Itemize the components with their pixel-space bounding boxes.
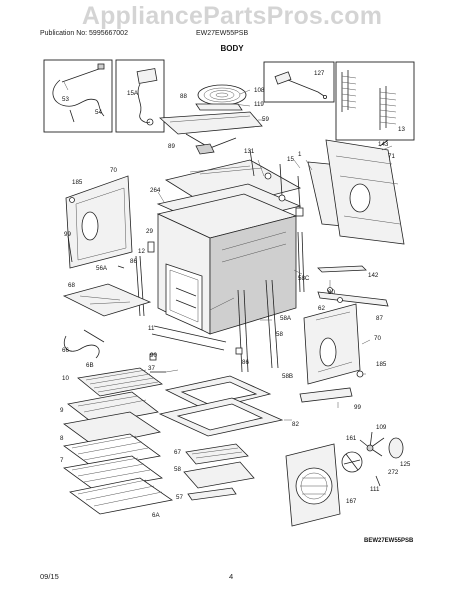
part-label-53: 53 (62, 96, 69, 103)
part-label-54: 54 (95, 109, 102, 116)
part-label-6A: 6A (152, 512, 160, 519)
part-label-6B: 6B (86, 362, 94, 369)
rail-142 (317, 265, 389, 307)
left-side-panel (65, 175, 133, 269)
part-label-62: 62 (318, 305, 325, 312)
part-label-67: 67 (174, 449, 181, 456)
trim-99 (299, 387, 353, 403)
lower-cover-67 (185, 443, 249, 465)
inset-box-wire-harness (43, 59, 113, 133)
footer-date: 09/15 (40, 572, 59, 581)
part-label-99b: 99 (354, 404, 361, 411)
front-trim-strips (151, 279, 279, 373)
part-label-99a: 99 (64, 231, 71, 238)
part-label-7: 7 (60, 457, 64, 464)
part-label-13: 13 (398, 126, 405, 133)
trim-strip-58c (297, 231, 305, 293)
part-label-70a: 70 (110, 167, 117, 174)
part-label-70b: 70 (374, 335, 381, 342)
part-label-272: 272 (388, 469, 399, 476)
publication-number: Publication No: 5995667002 (40, 30, 128, 37)
part-label-1: 1 (298, 151, 302, 158)
part-label-90: 90 (150, 352, 157, 359)
part-label-108: 108 (254, 87, 265, 94)
part-label-8: 8 (60, 435, 64, 442)
part-label-58A: 58A (280, 315, 292, 322)
part-label-37: 37 (148, 365, 155, 372)
rear-panel-assembly (307, 139, 405, 245)
thermostat-15a-part (136, 68, 158, 126)
part-label-109: 109 (376, 424, 387, 431)
small-clips (149, 347, 243, 361)
part-label-142: 142 (368, 272, 379, 279)
diagram-code: BEW27EW55PSB (364, 538, 414, 544)
lower-part-57 (187, 487, 237, 501)
part-label-119: 119 (254, 101, 264, 108)
part-label-11: 11 (148, 325, 155, 332)
right-side-panel (303, 303, 364, 385)
part-label-9: 9 (60, 407, 64, 414)
part-label-127: 127 (314, 70, 325, 77)
part-label-86a: 86 (130, 258, 137, 265)
part-label-264: 264 (150, 187, 161, 194)
convection-fan-assembly (285, 431, 404, 527)
part-label-143: 143 (378, 141, 389, 148)
part-label-71: 71 (388, 153, 395, 160)
part-label-57: 57 (176, 494, 183, 501)
page-title: BODY (220, 44, 244, 53)
rack-6a (69, 477, 174, 515)
bottom-panel-58b (158, 375, 284, 437)
part-label-86b: 86 (242, 359, 249, 366)
part-label-58B: 58B (282, 373, 293, 380)
part-label-87: 87 (376, 315, 383, 322)
front-frame-left (117, 241, 155, 317)
part-label-82: 82 (292, 421, 299, 428)
part-label-185b: 185 (376, 361, 387, 368)
oven-rack-6b (77, 367, 163, 397)
part-label-111: 111 (370, 486, 380, 493)
temperature-probes (264, 163, 304, 217)
wire-harness-part (52, 63, 105, 123)
part-label-131: 131 (244, 148, 255, 155)
part-label-161: 161 (346, 435, 357, 442)
part-label-88: 88 (180, 93, 187, 100)
part-label-89: 89 (168, 143, 175, 150)
part-label-58C: 58C (298, 275, 310, 282)
part-label-59: 59 (262, 116, 269, 123)
watermark: AppliancePartsPros.com (81, 2, 383, 30)
footer-page-number: 4 (229, 572, 234, 581)
part-label-58b: 58 (174, 466, 181, 473)
part-label-80: 80 (328, 289, 335, 296)
part-label-10: 10 (62, 375, 69, 382)
leader-lines (63, 81, 393, 421)
part-label-15A: 15A (127, 90, 139, 97)
bake-element-68 (62, 283, 152, 359)
part-label-68: 68 (68, 282, 75, 289)
part-label-29: 29 (146, 228, 153, 235)
part-label-125: 125 (400, 461, 411, 468)
part-label-185a: 185 (72, 179, 83, 186)
rack-supports-13 (341, 70, 397, 130)
lower-cover-58 (183, 461, 255, 489)
pan-9 (63, 411, 162, 447)
part-label-56A: 56A (96, 265, 108, 272)
part-label-15: 15 (287, 156, 294, 163)
model-number: EW27EW55PSB (196, 30, 249, 37)
oven-cavity (156, 193, 298, 335)
bracket-89-part (195, 143, 215, 155)
part-label-58: 58 (276, 331, 283, 338)
part-label-66: 66 (62, 347, 69, 354)
part-label-12: 12 (138, 248, 145, 255)
part-label-167: 167 (346, 498, 357, 505)
sensor-127-part (274, 71, 327, 100)
